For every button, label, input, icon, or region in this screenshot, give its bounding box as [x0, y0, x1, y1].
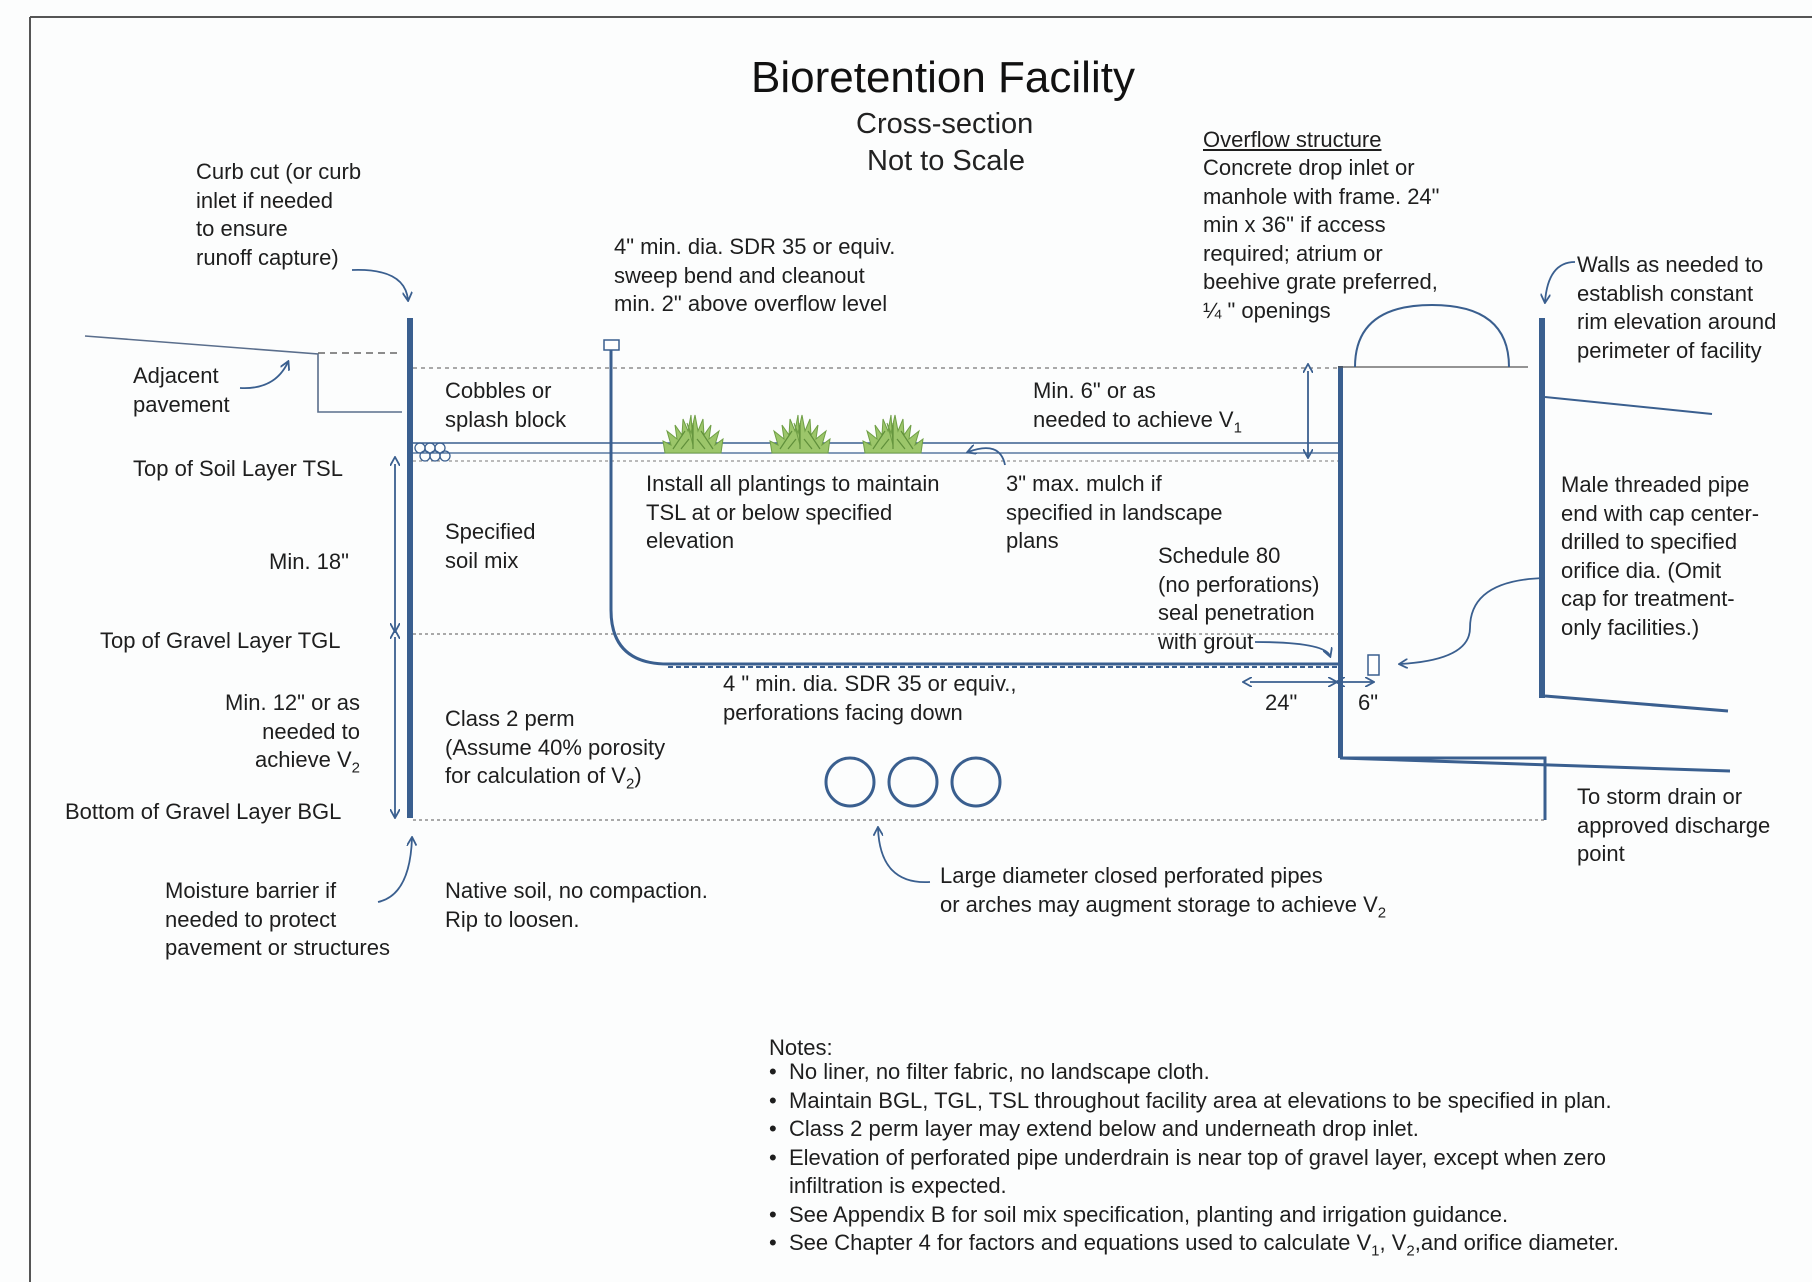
- overflow-bottom: [1340, 756, 1547, 820]
- note-item: Maintain BGL, TGL, TSL throughout facili…: [767, 1087, 1689, 1116]
- plant-3: [862, 414, 924, 454]
- min6-label: Min. 6" or as needed to achieve V1: [1033, 378, 1242, 436]
- cleanout-cap: [603, 339, 620, 351]
- schedule80-leader: [1254, 641, 1330, 656]
- adjacent-pavement-line: [84, 335, 402, 413]
- right-wall: [1539, 318, 1545, 698]
- note-item: No liner, no filter fabric, no landscape…: [767, 1058, 1689, 1087]
- bgl-label: Bottom of Gravel Layer BGL: [65, 799, 342, 824]
- diagram-subtitle-2: Not to Scale: [867, 145, 1025, 177]
- large-pipes-leader: [878, 828, 931, 883]
- pavement-leader: [239, 362, 288, 389]
- curb-wall: [407, 318, 413, 818]
- tsl-label: Top of Soil Layer TSL: [133, 456, 343, 481]
- walls-leader: [1545, 261, 1576, 302]
- large-pipe-3: [950, 756, 1002, 808]
- outlet-pipe-line: [1339, 756, 1731, 773]
- moisture-barrier-leader: [377, 838, 412, 903]
- large-pipe-1: [824, 756, 876, 808]
- cleanout-label: 4" min. dia. SDR 35 or equiv.sweep bend …: [614, 234, 896, 316]
- right-bottom-line: [1544, 694, 1729, 713]
- beehive-grate: [1354, 303, 1510, 368]
- diagram-subtitle-1: Cross-section: [856, 108, 1034, 140]
- plant-2: [769, 414, 831, 454]
- right-ground-line: [1544, 396, 1713, 415]
- cleanout-riser: [609, 350, 1338, 666]
- native-soil-label: Native soil, no compaction.Rip to loosen…: [445, 878, 708, 932]
- perforated-pipe-label: 4 " min. dia. SDR 35 or equiv.,perforati…: [723, 671, 1017, 725]
- note-item: Elevation of perforated pipe underdrain …: [767, 1144, 1689, 1201]
- curb-cut-leader: [351, 269, 408, 300]
- male-pipe-leader: [1400, 577, 1546, 664]
- mulch-leader: [968, 448, 1006, 466]
- notes-list: No liner, no filter fabric, no landscape…: [767, 1058, 1689, 1258]
- note-item: See Appendix B for soil mix specificatio…: [767, 1201, 1689, 1230]
- notes-heading: Notes:: [769, 1035, 833, 1060]
- large-pipe-2: [887, 756, 939, 808]
- dim-6-label: 6": [1358, 690, 1379, 715]
- overflow-heading: Overflow structure: [1203, 127, 1382, 152]
- tgl-label: Top of Gravel Layer TGL: [100, 628, 341, 653]
- diagram-title: Bioretention Facility: [751, 53, 1135, 102]
- plant-1: [662, 414, 724, 454]
- dim-24-label: 24": [1265, 690, 1298, 715]
- class2-label: Class 2 perm(Assume 40% porosity for cal…: [445, 706, 666, 793]
- orifice-cap: [1367, 654, 1380, 676]
- schedule80-label: Schedule 80(no perforations) seal penetr…: [1158, 543, 1320, 654]
- large-pipes-label: Large diameter closed perforated pipes o…: [940, 863, 1387, 921]
- overflow-wall: [1338, 366, 1343, 758]
- note-item: See Chapter 4 for factors and equations …: [767, 1229, 1689, 1258]
- note-item: Class 2 perm layer may extend below and …: [767, 1115, 1689, 1144]
- cobbles: [414, 442, 451, 462]
- min18-label: Min. 18": [269, 549, 349, 574]
